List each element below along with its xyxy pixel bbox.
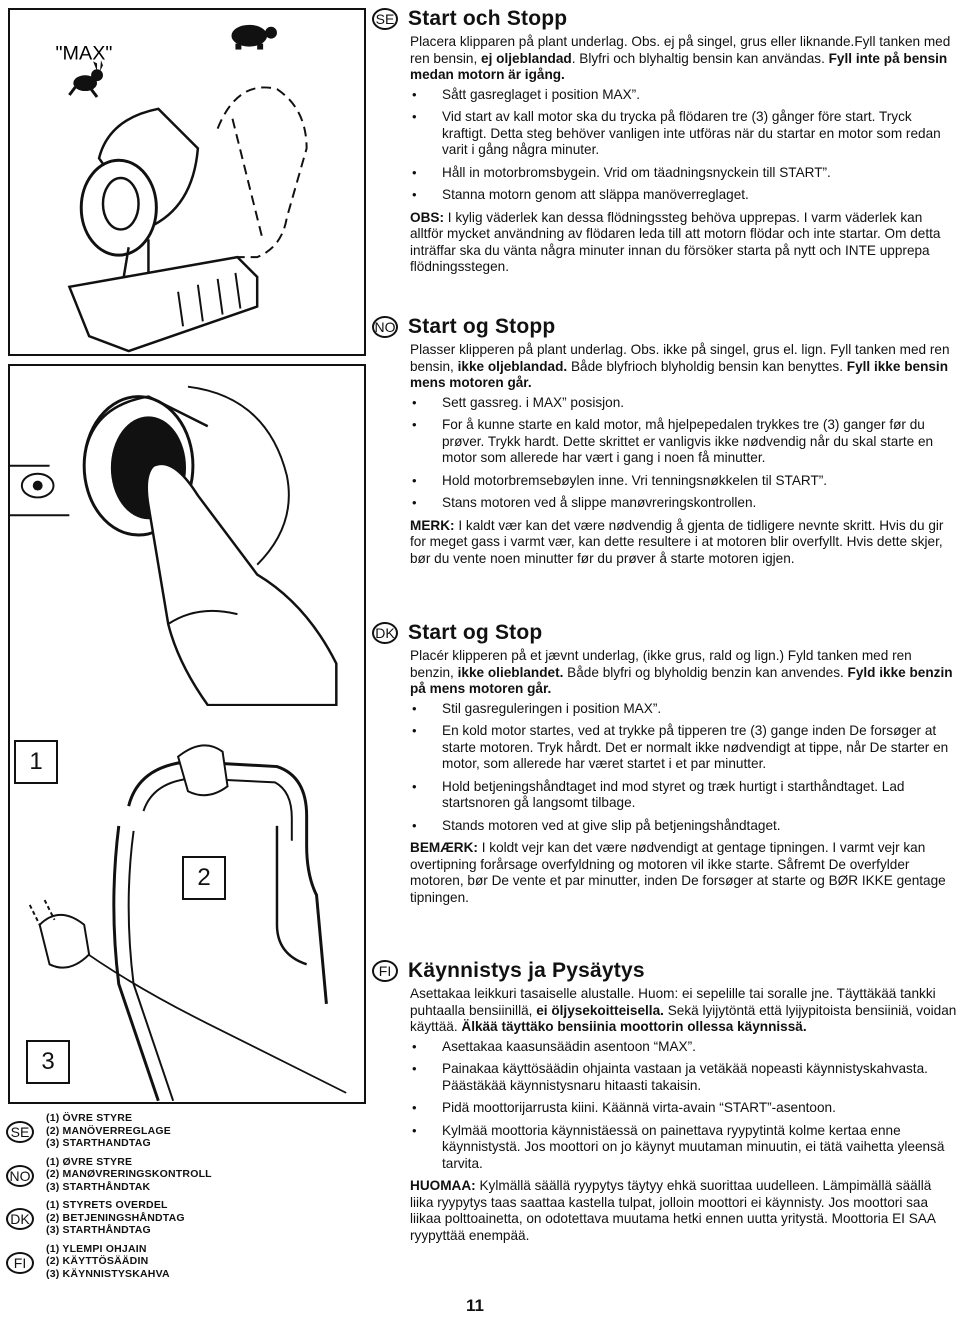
note-label-se: OBS: xyxy=(410,209,444,225)
figure-primer-bulb xyxy=(8,364,366,706)
primer-bulb-drawing xyxy=(10,385,338,706)
legend-badge-dk: DK xyxy=(6,1208,34,1230)
bullet-fi-3: Pidä moottorijarrusta kiini. Käännä virt… xyxy=(410,1100,958,1117)
note-text-no: I kaldt vær kan det være nødvendig å gje… xyxy=(410,517,944,566)
figure-label-1: 1 xyxy=(14,740,58,784)
max-label: "MAX" xyxy=(56,42,113,64)
legend-row-dk: DK (1) STYRETS OVERDEL (2) BETJENINGSHÅN… xyxy=(6,1199,366,1237)
bullet-dk-1: Stil gasreguleringen i position MAX”. xyxy=(410,701,958,718)
legend-text-se: (1) ÖVRE STYRE (2) MANÖVERREGLAGE (3) ST… xyxy=(46,1112,171,1150)
legend-line: (3) KÄYNNISTYSKAHVA xyxy=(46,1267,170,1280)
note-dk: BEMÆRK: I koldt vejr kan det være nødven… xyxy=(410,840,958,906)
legend-line: (2) KÄYTTÖSÄÄDIN xyxy=(46,1255,149,1267)
legend-row-no: NO (1) ØVRE STYRE (2) MANØVRERINGSKONTRO… xyxy=(6,1156,366,1194)
legend-line: (2) MANØVRERINGSKONTROLL xyxy=(46,1168,212,1180)
legend-text-dk: (1) STYRETS OVERDEL (2) BETJENINGSHÅNDTA… xyxy=(46,1199,185,1237)
note-text-fi: Kylmällä säällä ryypytys täytyy ehkä suo… xyxy=(410,1178,936,1243)
section-title-fi: Käynnistys ja Pysäytys xyxy=(408,959,645,982)
section-body-dk: Placér klipperen på et jævnt underlag, (… xyxy=(410,648,958,906)
legend-row-fi: FI (1) YLEMPI OHJAIN (2) KÄYTTÖSÄÄDIN (3… xyxy=(6,1243,366,1281)
section-title-no: Start og Stopp xyxy=(408,315,556,338)
note-label-dk: BEMÆRK: xyxy=(410,840,478,855)
legend-line: (1) STYRETS OVERDEL xyxy=(46,1199,168,1211)
bullet-se-3: Håll in motorbromsbygein. Vrid om täadni… xyxy=(410,165,958,182)
section-body-se: Placera klipparen på plant underlag. Obs… xyxy=(410,34,958,276)
figure-handle xyxy=(8,706,366,1104)
note-text-se: I kylig väderlek kan dessa flödningssteg… xyxy=(410,209,941,275)
legend-line: (1) ØVRE STYRE xyxy=(46,1155,133,1168)
bullet-no-4: Stans motoren ved å slippe manøvreringsk… xyxy=(410,495,958,512)
note-se: OBS: I kylig väderlek kan dessa flödning… xyxy=(410,210,958,276)
bullet-no-3: Hold motorbremsebøylen inne. Vri tenning… xyxy=(410,473,958,490)
legend-line: (3) STARTHÅNDTAG xyxy=(46,1224,151,1236)
legend-line: (3) STARTHÅNDTAK xyxy=(46,1180,151,1193)
note-fi: HUOMAA: Kylmällä säällä ryypytys täytyy … xyxy=(410,1178,958,1244)
bullet-dk-3: Hold betjeningshåndtaget ind mod styret … xyxy=(410,779,958,812)
legend-text-fi: (1) YLEMPI OHJAIN (2) KÄYTTÖSÄÄDIN (3) K… xyxy=(46,1243,170,1281)
bullet-no-1: Sett gassreg. i MAX” posisjon. xyxy=(410,395,958,412)
throttle-lever-drawing: "MAX" xyxy=(56,24,308,353)
section-dk: DK Start og Stop Placér klipperen på et … xyxy=(372,618,958,909)
section-title-se: Start och Stopp xyxy=(408,7,568,30)
legend-line: (3) STARTHANDTAG xyxy=(46,1137,151,1149)
legend-line: (2) BETJENINGSHÅNDTAG xyxy=(46,1211,185,1224)
note-label-no: MERK: xyxy=(410,517,455,533)
parts-legend: SE (1) ÖVRE STYRE (2) MANÖVERREGLAGE (3)… xyxy=(6,1112,366,1286)
legend-line: (1) ÖVRE STYRE xyxy=(46,1112,133,1124)
legend-badge-fi: FI xyxy=(6,1251,34,1274)
legend-badge-no: NO xyxy=(6,1164,34,1187)
intro-fi: Asettakaa leikkuri tasaiselle alustalle.… xyxy=(410,986,957,1034)
lang-badge-dk: DK xyxy=(372,622,398,644)
section-fi: FI Käynnistys ja Pysäytys Asettakaa leik… xyxy=(372,956,958,1247)
turtle-icon xyxy=(231,24,277,50)
bullet-se-4: Stanna motorn genom att släppa manöverre… xyxy=(410,187,958,204)
page-number: 11 xyxy=(466,1296,484,1315)
note-text-dk: I koldt vejr kan det være nødvendigt at … xyxy=(410,840,946,905)
legend-row-se: SE (1) ÖVRE STYRE (2) MANÖVERREGLAGE (3)… xyxy=(6,1112,366,1150)
bullet-fi-1: Asettakaa kaasunsäädin asentoon “MAX”. xyxy=(410,1039,958,1056)
section-title-dk: Start og Stop xyxy=(408,621,543,644)
bullet-dk-2: En kold motor startes, ved at trykke på … xyxy=(410,723,958,773)
legend-line: (1) YLEMPI OHJAIN xyxy=(46,1242,147,1255)
section-body-fi: Asettakaa leikkuri tasaiselle alustalle.… xyxy=(410,986,958,1244)
legend-badge-se: SE xyxy=(6,1121,34,1143)
rabbit-icon xyxy=(68,60,103,98)
handle-drawing xyxy=(28,744,347,1102)
figure-throttle-lever: "MAX" xyxy=(8,8,366,356)
bullet-se-1: Sått gasreglaget i position MAX”. xyxy=(410,87,958,104)
figure-label-3: 3 xyxy=(26,1040,70,1084)
note-no: MERK: I kaldt vær kan det være nødvendig… xyxy=(410,518,958,568)
legend-line: (2) MANÖVERREGLAGE xyxy=(46,1124,171,1137)
bullet-se-2: Vid start av kall motor ska du trycka på… xyxy=(410,109,958,159)
note-label-fi: HUOMAA: xyxy=(410,1178,476,1193)
figure-label-2: 2 xyxy=(182,856,226,900)
intro-no: Plasser klipperen på plant underlag. Obs… xyxy=(410,342,950,390)
bullet-dk-4: Stands motoren ved at give slip på betje… xyxy=(410,818,958,835)
legend-text-no: (1) ØVRE STYRE (2) MANØVRERINGSKONTROLL … xyxy=(46,1156,212,1194)
section-se: SE Start och Stopp Placera klipparen på … xyxy=(372,4,958,279)
section-body-no: Plasser klipperen på plant underlag. Obs… xyxy=(410,342,958,567)
lang-badge-fi: FI xyxy=(372,960,398,982)
intro-dk: Placér klipperen på et jævnt underlag, (… xyxy=(410,648,953,696)
lang-badge-no: NO xyxy=(372,316,398,338)
intro-se: Placera klipparen på plant underlag. Obs… xyxy=(410,34,951,82)
bullet-fi-2: Painakaa käyttösäädin ohjainta vastaan j… xyxy=(410,1061,958,1094)
bullet-fi-4: Kylmää moottoria käynnistäessä on painet… xyxy=(410,1123,958,1173)
bullet-no-2: For å kunne starte en kald motor, må hje… xyxy=(410,417,958,467)
section-no: NO Start og Stopp Plasser klipperen på p… xyxy=(372,312,958,570)
lang-badge-se: SE xyxy=(372,8,398,30)
